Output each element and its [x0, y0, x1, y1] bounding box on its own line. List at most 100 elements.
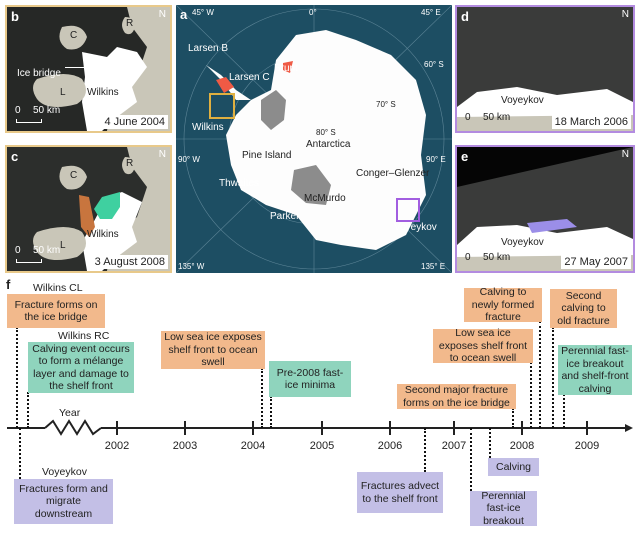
scale-bar — [16, 259, 42, 263]
label-c: C — [70, 170, 78, 181]
place-pine-island: Pine Island — [242, 150, 292, 161]
event-box: Fractures advect to the shelf front — [357, 472, 443, 513]
lat-label: 80° S — [316, 128, 336, 137]
voyeykov-2007-map — [457, 147, 633, 271]
panel-label: d — [461, 9, 469, 24]
wilkins-2008-map — [7, 147, 170, 271]
wilkins-locator-box — [209, 93, 235, 119]
arrowhead-icon — [625, 424, 633, 432]
panel-c-wilkins-2008: c N C R L Wilkins 0 50 km 3 August 2008 — [5, 145, 172, 273]
place-antarctica: Antarctica — [306, 139, 351, 150]
axis-break-icon — [44, 419, 102, 436]
image-date: 27 May 2007 — [561, 255, 631, 269]
label-c: C — [70, 30, 78, 41]
event-box: Fracture forms on the ice bridge — [7, 294, 105, 328]
year-label: 2002 — [104, 440, 130, 452]
event-connector — [270, 396, 272, 428]
place-mcmurdo: McMurdo — [304, 193, 346, 204]
shelf-label: Wilkins — [87, 229, 119, 240]
event-connector — [489, 428, 491, 458]
label-l: L — [60, 240, 66, 251]
event-connector — [27, 392, 29, 428]
panel-e-voyeykov-2007: e N Voyeykov 0 50 km 27 May 2007 — [455, 145, 635, 273]
event-box: Calving event occurs to form a mélange l… — [28, 342, 134, 393]
group-label-wilkins-rc: Wilkins RC — [58, 330, 110, 342]
lon-label: 45° E — [421, 8, 441, 17]
tick — [453, 421, 455, 435]
place-larsen-b: Larsen B — [188, 43, 229, 54]
lon-label: 135° W — [178, 262, 205, 271]
scale-zero: 0 — [15, 245, 21, 256]
event-connector — [470, 428, 472, 491]
lon-label: 45° W — [192, 8, 214, 17]
group-label-voyeykov: Voyeykov — [42, 466, 87, 478]
place-larsen-c: Larsen C — [229, 72, 270, 83]
tick — [184, 421, 186, 435]
year-label: 2003 — [172, 440, 198, 452]
event-connector — [563, 394, 565, 428]
panel-a-antarctica-map: a 45° W 0° 45° E 60° S 70° S 80° S 90° W… — [176, 5, 452, 273]
event-connector — [16, 327, 18, 428]
panel-label: c — [11, 149, 19, 164]
event-box: Calving to newly formed fracture — [464, 286, 542, 323]
panel-d-voyeykov-2006: d N Voyeykov 0 50 km 18 March 2006 — [455, 5, 635, 133]
year-label: 2006 — [377, 440, 403, 452]
wilkins-2004-map — [7, 7, 170, 131]
lat-label: 70° S — [376, 100, 396, 109]
panel-label: f — [6, 277, 11, 292]
lon-label: 0° — [309, 8, 317, 17]
antarctica-map — [176, 5, 452, 273]
event-connector — [539, 321, 541, 428]
tick — [586, 421, 588, 435]
voyeykov-2006-map — [457, 7, 633, 131]
shelf-label: Voyeykov — [501, 237, 544, 248]
tick — [116, 421, 118, 435]
north-arrow-icon: N — [158, 9, 166, 20]
event-connector — [552, 327, 554, 428]
year-label: 2009 — [574, 440, 600, 452]
event-connector — [530, 362, 532, 428]
scale-zero: 0 — [465, 112, 471, 123]
year-label: 2004 — [240, 440, 266, 452]
event-connector — [424, 428, 426, 472]
lon-label: 135° E — [421, 262, 446, 271]
event-box: Low sea ice exposes shelf front to ocean… — [161, 331, 265, 369]
event-connector — [261, 368, 263, 428]
event-connector — [19, 428, 21, 479]
event-box: Second major fracture forms on the ice b… — [397, 384, 516, 409]
panel-label: a — [180, 7, 188, 22]
event-box: Calving — [488, 458, 539, 476]
panel-b-wilkins-2004: b N C R L Ice bridge Wilkins 0 50 km 4 J… — [5, 5, 172, 133]
event-box: Pre-2008 fast-ice minima — [269, 361, 351, 397]
ice-bridge-label: Ice bridge — [17, 68, 61, 79]
scale-bar-label: 50 km — [33, 105, 61, 116]
place-thwaites: Thwaites — [219, 178, 260, 189]
label-r: R — [126, 18, 134, 29]
tick — [321, 421, 323, 435]
year-label: 2005 — [309, 440, 335, 452]
lat-label: 60° S — [424, 60, 444, 69]
lon-label: 90° W — [178, 155, 200, 164]
panel-label: e — [461, 149, 469, 164]
north-arrow-icon: N — [621, 149, 629, 160]
place-brunt: Brunt — [274, 63, 298, 74]
tick — [521, 421, 523, 435]
year-label: 2008 — [509, 440, 535, 452]
event-box: Second calving to old fracture — [550, 289, 617, 328]
group-label-wilkins-cl: Wilkins CL — [33, 282, 83, 294]
event-box: Perennial fast-ice breakout — [470, 490, 537, 527]
shelf-label: Wilkins — [87, 87, 119, 98]
place-conger-glenzer: Conger–Glenzer — [356, 168, 430, 179]
axis-label: Year — [59, 407, 81, 419]
image-date: 18 March 2006 — [551, 115, 631, 129]
scale-bar-label: 50 km — [483, 252, 511, 263]
event-box: Perennial fast-ice breakout and shelf-fr… — [558, 345, 632, 395]
scale-bar — [16, 119, 42, 123]
place-wilkins: Wilkins — [192, 122, 224, 133]
event-box: Fractures form and migrate downstream — [14, 479, 113, 524]
year-label: 2007 — [441, 440, 467, 452]
tick — [252, 421, 254, 435]
north-arrow-icon: N — [621, 9, 629, 20]
image-date: 4 June 2004 — [101, 115, 168, 129]
